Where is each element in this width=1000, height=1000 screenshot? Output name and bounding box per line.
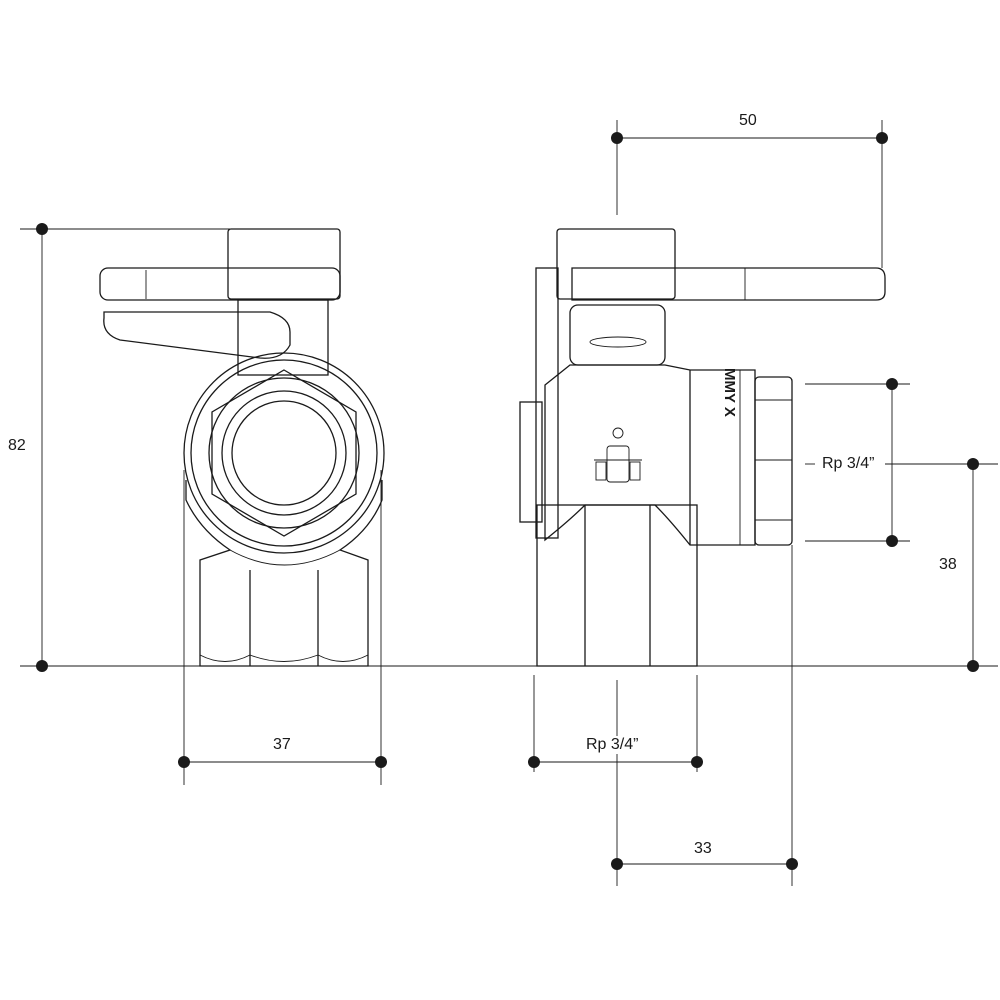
dimension-lines — [20, 120, 998, 886]
dim-thread-bottom: Rp 3/4” — [586, 736, 639, 754]
dim-height-total: 82 — [8, 437, 26, 455]
dim-axis-offset: 33 — [694, 840, 712, 858]
body-marking: MMY X — [721, 368, 738, 417]
dim-handle-length: 50 — [739, 112, 757, 130]
side-view — [519, 228, 886, 667]
dim-thread-side: Rp 3/4” — [822, 455, 875, 473]
dim-axis-height: 38 — [939, 556, 957, 574]
dim-width-front: 37 — [273, 736, 291, 754]
front-view — [99, 228, 385, 667]
flow-symbol-icon — [594, 427, 642, 483]
